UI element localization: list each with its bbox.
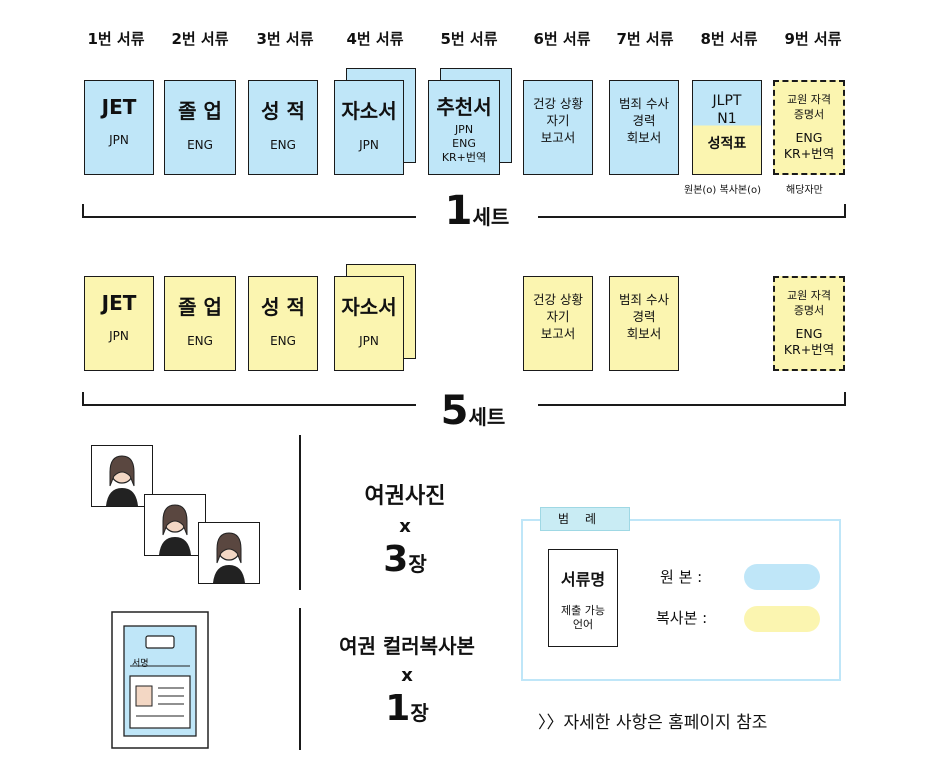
- photos-text: 여권사진 x 3장: [320, 478, 490, 580]
- set1-doc-recommendation: 추천서 JPN ENG KR+번역: [428, 80, 500, 175]
- legend-tag: 범례: [540, 507, 630, 531]
- set1-bracket-left: [82, 204, 416, 218]
- legend-original-swatch: [744, 564, 820, 590]
- set5-doc-graduation: 졸 업 ENG: [164, 276, 236, 371]
- set5-doc-teaching-cert: 교원 자격 증명서 ENG KR+번역: [773, 276, 845, 371]
- column-header-9: 9번 서류: [784, 30, 842, 48]
- set1-doc-jet: JET JPN: [84, 80, 154, 175]
- photos-title: 여권사진: [364, 484, 446, 509]
- column-header-3: 3번 서류: [256, 30, 314, 48]
- column-header-5: 5번 서류: [440, 30, 498, 48]
- set5-label: 5세트: [440, 388, 506, 434]
- passport-multiply: x: [401, 665, 413, 686]
- set1-bracket-right: [538, 204, 846, 218]
- set1-note-teaching: 해당자만: [786, 185, 823, 196]
- photos-count: 3장: [383, 539, 427, 580]
- column-header-4: 4번 서류: [346, 30, 404, 48]
- person-icon: [213, 532, 245, 583]
- legend-copy-swatch: [744, 606, 820, 632]
- passport-count: 1장: [385, 688, 429, 729]
- set5-doc-transcript: 성 적 ENG: [248, 276, 318, 371]
- set1-doc-essay: 자소서 JPN: [334, 80, 404, 175]
- set5-doc-health-report: 건강 상황 자기 보고서: [523, 276, 593, 371]
- divider-photos: [299, 435, 301, 590]
- set5-bracket-right: [538, 392, 846, 406]
- footnote: 〉〉자세한 사항은 홈페이지 참조: [538, 713, 768, 733]
- passport-title: 여권 컬러복사본: [339, 634, 475, 658]
- legend-copy-label: 복사본 :: [656, 609, 708, 627]
- passport-copy-illustration: 서명: [110, 610, 210, 750]
- set1-doc-teaching-cert: 교원 자격 증명서 ENG KR+번역: [773, 80, 845, 175]
- column-header-1: 1번 서류: [87, 30, 145, 48]
- divider-passport: [299, 608, 301, 750]
- set1-doc-jlpt: JLPT N1 성적표: [692, 80, 762, 175]
- column-header-8: 8번 서류: [700, 30, 758, 48]
- passport-sign-label: 서명: [132, 659, 149, 669]
- photos-multiply: x: [399, 516, 411, 537]
- photo-3: [198, 522, 260, 584]
- column-header-2: 2번 서류: [171, 30, 229, 48]
- set1-doc-health-report: 건강 상황 자기 보고서: [523, 80, 593, 175]
- column-header-6: 6번 서류: [533, 30, 591, 48]
- set5-doc-jet: JET JPN: [84, 276, 154, 371]
- photo-1: [91, 445, 153, 507]
- legend-sample-doc: 서류명 제출 가능 언어: [548, 549, 618, 647]
- set1-doc-graduation: 졸 업 ENG: [164, 80, 236, 175]
- set1-doc-transcript: 성 적 ENG: [248, 80, 318, 175]
- person-icon: [159, 504, 191, 555]
- set5-doc-essay: 자소서 JPN: [334, 276, 404, 371]
- set1-doc-criminal-record: 범죄 수사 경력 회보서: [609, 80, 679, 175]
- column-header-7: 7번 서류: [616, 30, 674, 48]
- set5-doc-criminal-record: 범죄 수사 경력 회보서: [609, 276, 679, 371]
- photo-2: [144, 494, 206, 556]
- set1-label: 1세트: [444, 188, 510, 234]
- passport-text: 여권 컬러복사본 x 1장: [312, 630, 502, 729]
- legend-original-label: 원 본 :: [660, 568, 703, 586]
- person-icon: [106, 455, 138, 506]
- legend-box: [521, 519, 841, 681]
- set1-note-jlpt: 원본(o) 복사본(o): [684, 185, 762, 196]
- set5-bracket-left: [82, 392, 416, 406]
